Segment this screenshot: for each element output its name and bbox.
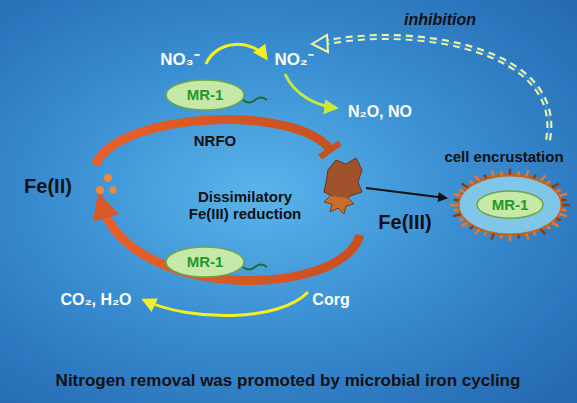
chemical-label: CO₂, H₂O <box>60 291 131 309</box>
crust-spike <box>552 223 558 227</box>
process-label: NRFO <box>194 132 237 149</box>
cell-body <box>166 247 244 277</box>
crust-spike <box>484 232 486 236</box>
crust-spike <box>484 175 486 179</box>
crust-spike <box>454 198 459 201</box>
crust-spike <box>547 226 551 229</box>
flagellum <box>243 265 267 270</box>
crust-spike <box>552 184 558 188</box>
bacterium-cell: MR-1 <box>165 246 245 278</box>
crust-spike <box>561 198 566 201</box>
fe2-dot <box>96 186 104 194</box>
organism-name: MR-1 <box>187 86 224 103</box>
crust-spike <box>459 219 463 221</box>
crust-spike <box>470 226 474 229</box>
iron-label: Fe(II) <box>24 175 72 198</box>
crust-spike <box>517 235 520 239</box>
inhibition-head <box>312 35 328 52</box>
arc-end-bar <box>320 143 340 157</box>
cell-body <box>166 80 244 110</box>
fe2-dot <box>104 174 112 182</box>
crust-spike <box>461 223 467 227</box>
crust-spike <box>517 171 520 175</box>
crust-spike <box>450 204 458 207</box>
organism-name: MR-1 <box>187 253 224 270</box>
bacterium-cell: MR-1 <box>476 190 544 219</box>
chemical-label: N₂O, NO <box>348 103 412 121</box>
crust-spike <box>526 234 528 240</box>
crust-spike <box>556 219 560 221</box>
organism-name: MR-1 <box>492 196 529 213</box>
crust-spike <box>559 194 567 196</box>
nitrate-arrow <box>206 44 266 64</box>
caption: Nitrogen removal was promoted by microbi… <box>56 371 521 391</box>
inhibition-line <box>328 37 549 140</box>
crust-spike <box>534 232 536 236</box>
iron-label: Fe(III) <box>378 211 431 234</box>
process-label: Dissimilatory Fe(III) reduction <box>180 188 310 223</box>
carbon-arrow <box>144 292 308 316</box>
crust-spike <box>470 181 474 184</box>
crust-spike <box>509 169 512 175</box>
crust-spike <box>559 214 567 216</box>
crust-spike <box>541 176 546 181</box>
crust-spike <box>453 194 461 196</box>
crust-spike <box>500 171 503 175</box>
crust-spike <box>541 229 546 234</box>
crust-spike <box>526 170 528 176</box>
bacterium-cell: MR-1 <box>165 79 245 111</box>
crust-spike <box>459 190 463 192</box>
crust-spike <box>547 181 551 184</box>
crust-spike <box>491 234 493 240</box>
crust-spike <box>491 170 493 176</box>
oxidation-arc <box>95 120 330 165</box>
inhibition-label: inhibition <box>404 11 476 29</box>
crust-spike <box>509 235 512 241</box>
encrustation-arrow <box>366 188 446 198</box>
crust-spike <box>475 229 480 234</box>
crust-spike <box>453 214 461 216</box>
process-label: cell encrustation <box>444 148 563 165</box>
crust-spike <box>500 235 503 239</box>
cell-crust <box>450 169 570 242</box>
chemical-label: NO₂⁻ <box>274 50 313 70</box>
fe3-crystal <box>324 196 354 214</box>
flagellum <box>243 98 267 103</box>
chemical-label: NO₃⁻ <box>160 50 199 70</box>
cell-outline <box>458 175 562 235</box>
fe2-dot <box>110 187 117 194</box>
nitrite-arrow <box>285 74 336 108</box>
inhibition-line-core <box>328 37 549 140</box>
crust-spike <box>556 190 560 192</box>
chemical-label: Corg <box>312 291 349 309</box>
crust-spike <box>562 204 570 207</box>
crust-spike <box>475 176 480 181</box>
crust-spike <box>454 208 459 211</box>
crust-spike <box>534 175 536 179</box>
cell-body <box>477 191 543 218</box>
crust-spike <box>561 208 566 211</box>
crust-spike <box>461 184 467 188</box>
